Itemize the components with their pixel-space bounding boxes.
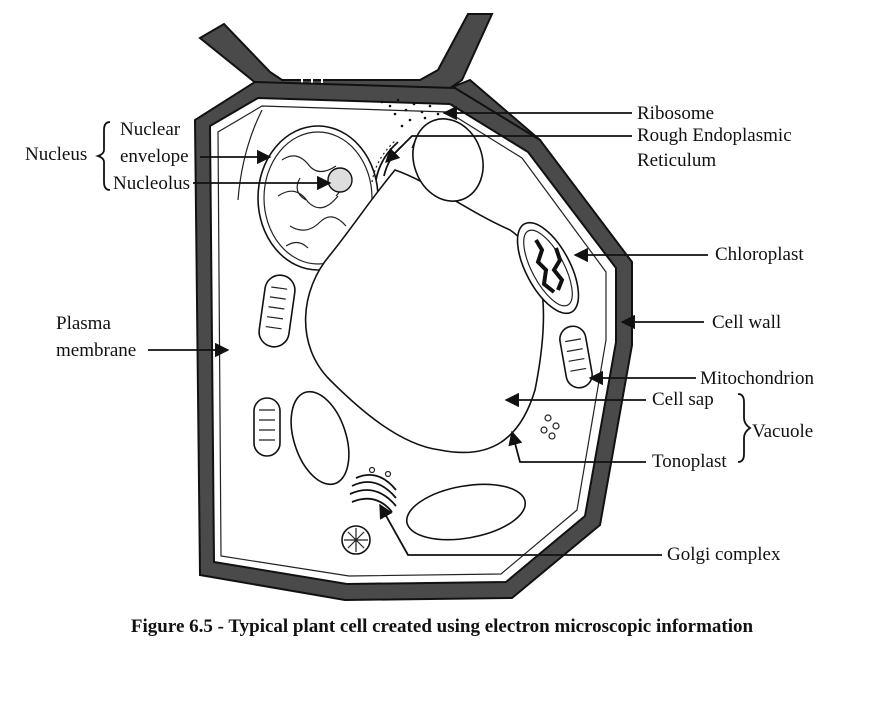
adjacent-cell-walls <box>198 13 542 152</box>
label-vacuole: Vacuole <box>752 421 813 442</box>
leader-golgi <box>379 503 662 556</box>
microbody <box>341 525 371 555</box>
label-chloroplast: Chloroplast <box>715 244 804 265</box>
labels: Ribosome Rough Endoplasmic Reticulum Nuc… <box>25 103 814 565</box>
chloroplast <box>516 221 580 315</box>
leader-rough-er <box>384 135 632 164</box>
label-nuclear-envelope-1: Nuclear <box>120 119 181 140</box>
label-rough-er-1: Rough Endoplasmic <box>637 125 792 146</box>
plastid <box>290 390 350 486</box>
ribosomes <box>380 98 440 128</box>
label-nuclear-envelope-2: envelope <box>120 146 189 167</box>
plastid <box>412 118 484 202</box>
nucleus-brace <box>95 121 111 191</box>
vacuole-brace <box>737 393 752 463</box>
label-rough-er-2: Reticulum <box>637 150 716 171</box>
nucleolus <box>327 167 353 193</box>
leader-tonoplast <box>508 430 646 463</box>
vacuole <box>304 169 545 454</box>
label-cell-wall: Cell wall <box>712 312 781 333</box>
label-ribosome: Ribosome <box>637 103 714 124</box>
mitochondria <box>253 274 593 457</box>
label-nucleus: Nucleus <box>25 144 87 165</box>
plasma-membrane <box>217 105 607 577</box>
label-plasma-membrane-1: Plasma <box>56 313 111 334</box>
small-vesicles <box>540 414 560 440</box>
label-tonoplast: Tonoplast <box>652 451 727 472</box>
label-cell-sap: Cell sap <box>652 389 714 410</box>
label-golgi-complex: Golgi complex <box>667 544 781 565</box>
label-plasma-membrane-2: membrane <box>56 340 136 361</box>
label-nucleolus: Nucleolus <box>113 173 190 194</box>
plastid <box>405 483 527 541</box>
golgi-complex <box>349 466 397 513</box>
label-mitochondrion: Mitochondrion <box>700 368 814 389</box>
figure-caption: Figure 6.5 - Typical plant cell created … <box>131 616 754 637</box>
